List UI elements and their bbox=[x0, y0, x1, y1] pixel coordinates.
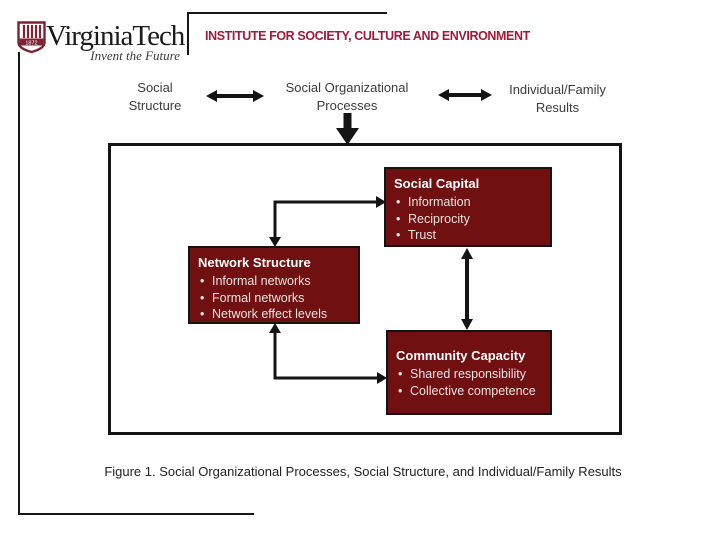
institute-corner-line bbox=[187, 12, 387, 55]
network-structure-box: Network Structure Informal networks Form… bbox=[188, 246, 360, 324]
virginia-tech-shield-icon: 1872 bbox=[17, 21, 46, 54]
community-capacity-bullet-list: Shared responsibility Collective compete… bbox=[396, 366, 542, 399]
flow-label-social-structure: Social Structure bbox=[128, 80, 182, 113]
shield-year-label: 1872 bbox=[25, 40, 37, 46]
social-capital-box: Social Capital Information Reciprocity T… bbox=[384, 167, 552, 247]
block-arrow-processes-down-icon bbox=[336, 113, 359, 145]
list-item: Shared responsibility bbox=[396, 366, 542, 383]
institute-title: INSTITUTE FOR SOCIETY, CULTURE AND ENVIR… bbox=[205, 28, 530, 43]
flow-label-social-organizational-processes: Social Organizational Processes bbox=[285, 80, 409, 113]
list-item: Reciprocity bbox=[394, 211, 542, 228]
social-capital-title: Social Capital bbox=[394, 176, 480, 191]
community-capacity-title: Community Capacity bbox=[396, 348, 526, 363]
slide-template-line bbox=[18, 52, 254, 515]
virginia-tech-wordmark: VirginiaTech bbox=[46, 20, 185, 52]
figure-caption: Figure 1. Social Organizational Processe… bbox=[104, 464, 622, 479]
double-arrow-processes-results bbox=[438, 89, 492, 101]
community-capacity-box: Community Capacity Shared responsibility… bbox=[386, 330, 552, 415]
list-item: Trust bbox=[394, 227, 542, 244]
list-item: Informal networks bbox=[198, 273, 350, 290]
flow-label-individual-family-results: Individual/Family Results bbox=[509, 82, 606, 115]
list-item: Formal networks bbox=[198, 290, 350, 307]
brand-tagline: Invent the Future bbox=[90, 48, 180, 63]
network-structure-bullet-list: Informal networks Formal networks Networ… bbox=[198, 273, 350, 323]
network-structure-title: Network Structure bbox=[198, 255, 311, 270]
list-item: Network effect levels bbox=[198, 306, 350, 323]
list-item: Information bbox=[394, 194, 542, 211]
list-item: Collective competence bbox=[396, 383, 542, 400]
social-capital-bullet-list: Information Reciprocity Trust bbox=[394, 194, 542, 244]
